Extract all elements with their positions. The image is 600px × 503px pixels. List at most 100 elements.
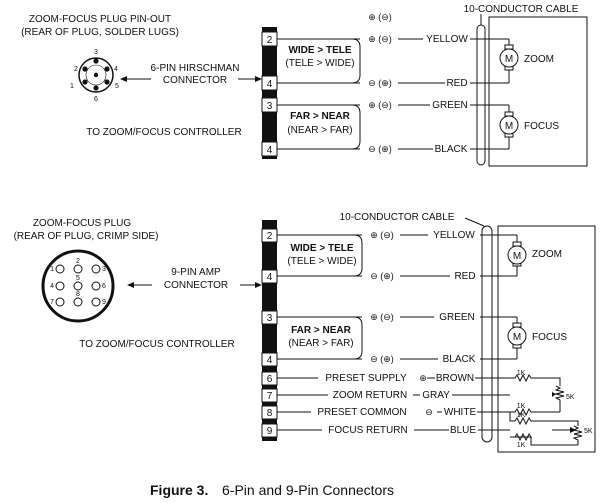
top-focus-label: FOCUS [524, 121, 559, 132]
top-plug-title: ZOOM-FOCUS PLUG PIN-OUT [29, 14, 171, 25]
top-pin-strip [262, 27, 277, 159]
bottom-controller-label: TO ZOOM/FOCUS CONTROLLER [79, 339, 234, 350]
bottom-diagram: ZOOM-FOCUS PLUG (REAR OF PLUG, CRIMP SID… [14, 212, 596, 453]
top-wire-green: GREEN [432, 100, 468, 111]
bottom-preset-common: PRESET COMMON [317, 407, 406, 418]
bottom-group-wide: WIDE > TELE [290, 243, 353, 254]
bottom-polarity-black: ⊖ (⊕) [370, 354, 394, 364]
bottom-extra-lines [277, 377, 510, 431]
bottom-zoom-return: ZOOM RETURN [333, 390, 407, 401]
top-diagram: ZOOM-FOCUS PLUG PIN-OUT (REAR OF PLUG, S… [21, 4, 588, 167]
top-polarity-green: ⊕ (⊖) [368, 100, 392, 110]
hirschman-pin-5: 5 [115, 83, 119, 90]
bottom-focus-motor-symbol: M [513, 332, 521, 343]
amp-pin-7: 7 [50, 299, 54, 306]
bottom-wire-red: RED [454, 271, 475, 282]
amp-pin-3: 3 [102, 266, 106, 273]
bottom-preset-supply-symbol: ⊕ [419, 373, 427, 383]
top-zoom-motor-symbol: M [505, 54, 513, 65]
bottom-preset-common-symbol: ⊖ [425, 407, 433, 417]
resistor-network [509, 373, 583, 446]
top-zoom-motor [499, 38, 519, 84]
top-cable-label: 10-CONDUCTOR CABLE [464, 4, 579, 15]
amp-pin-9: 9 [102, 299, 106, 306]
bottom-focus-label: FOCUS [532, 332, 567, 343]
top-wire-yellow: YELLOW [426, 34, 468, 45]
top-wire-red: RED [446, 78, 467, 89]
bottom-strip-pins [261, 228, 278, 438]
top-connector-label: 6-PIN HIRSCHMAN [151, 63, 240, 74]
bottom-connector-label: 9-PIN AMP [171, 267, 221, 278]
hirschman-pin-2: 2 [74, 66, 78, 73]
bottom-wire-blue: BLUE [450, 425, 476, 436]
bottom-strip-pin-7: 7 [267, 391, 273, 402]
top-connector-label-2: CONNECTOR [163, 75, 227, 86]
resistor-5k-a: 5K [566, 394, 575, 401]
top-polarity-red: ⊖ (⊕) [368, 78, 392, 88]
bottom-plug-subtitle: (REAR OF PLUG, CRIMP SIDE) [14, 231, 159, 242]
amp-pin-4: 4 [50, 283, 54, 290]
bottom-motor-box [497, 225, 596, 453]
hirschman-pin-4: 4 [114, 66, 118, 73]
top-group-far-alt: (NEAR > FAR) [287, 125, 352, 136]
bottom-polarity-red: ⊖ (⊕) [370, 271, 394, 281]
top-strip-pin-2: 2 [267, 35, 273, 46]
bottom-group-wide-alt: (TELE > WIDE) [287, 256, 356, 267]
bottom-focus-return: FOCUS RETURN [328, 425, 407, 436]
bottom-zoom-motor-symbol: M [513, 251, 521, 262]
top-motor-box [488, 16, 588, 167]
top-zoom-label: ZOOM [524, 54, 554, 65]
bottom-connector-label-2: CONNECTOR [164, 280, 228, 291]
bottom-group-far-alt: (NEAR > FAR) [288, 338, 353, 349]
amp-pin-2: 2 [76, 258, 80, 265]
bottom-strip-pin-4b: 4 [267, 355, 273, 366]
top-polarity-yellow: ⊕ (⊖) [368, 34, 392, 44]
bottom-zoom-motor [507, 234, 527, 277]
top-wire-black: BLACK [435, 144, 468, 155]
amp-pin-5: 5 [76, 275, 80, 282]
bottom-strip-pin-9: 9 [267, 426, 273, 437]
bottom-wire-black: BLACK [443, 354, 476, 365]
bottom-cable-label: 10-CONDUCTOR CABLE [340, 212, 455, 223]
top-controller-label: TO ZOOM/FOCUS CONTROLLER [86, 127, 241, 138]
bottom-focus-motor [507, 316, 527, 360]
top-strip-pin-4b: 4 [267, 145, 273, 156]
figure-caption: 6-Pin and 9-Pin Connectors [222, 482, 394, 498]
bottom-wire-yellow: YELLOW [433, 230, 475, 241]
top-group-wide-alt: (TELE > WIDE) [285, 58, 354, 69]
bottom-wire-lines [277, 234, 510, 360]
bottom-group-far: FAR > NEAR [291, 325, 352, 336]
top-focus-motor-symbol: M [505, 121, 513, 132]
bottom-strip-pin-8: 8 [267, 408, 273, 419]
top-group-far: FAR > NEAR [290, 111, 351, 122]
top-strip-pin-4: 4 [267, 79, 273, 90]
figure-number: Figure 3. [150, 482, 208, 498]
bottom-wire-brown: BROWN [436, 373, 474, 384]
top-strip-pin-3: 3 [267, 101, 273, 112]
hirschman-pin-6: 6 [94, 96, 98, 103]
bottom-polarity-green: ⊕ (⊖) [370, 312, 394, 322]
hirschman-pin-3: 3 [94, 49, 98, 56]
top-connector-arrow [120, 76, 262, 82]
bottom-strip-pin-6: 6 [267, 374, 273, 385]
amp-pin-6: 6 [102, 283, 106, 290]
top-polarity-header: ⊕ (⊖) [368, 12, 392, 22]
resistor-1k-d: 1K [517, 442, 526, 449]
bottom-preset-supply: PRESET SUPPLY [325, 373, 407, 384]
bottom-wire-gray: GRAY [422, 390, 450, 401]
top-wire-lines [277, 38, 500, 150]
bottom-polarity-yellow: ⊕ (⊖) [370, 230, 394, 240]
bottom-connector-arrow [127, 282, 262, 288]
top-polarity-black: ⊖ (⊕) [368, 144, 392, 154]
resistor-1k-a: 1K [517, 370, 526, 377]
bottom-wire-green: GREEN [439, 312, 475, 323]
amp-pin-1: 1 [50, 266, 54, 273]
resistor-1k-c: 1K [517, 412, 526, 419]
amp-plug [41, 249, 115, 323]
bottom-strip-pin-2: 2 [267, 231, 273, 242]
resistor-1k-b: 1K [517, 403, 526, 410]
top-cable [476, 24, 486, 166]
top-plug-subtitle: (REAR OF PLUG, SOLDER LUGS) [21, 27, 179, 38]
hirschman-pin-1: 1 [70, 83, 74, 90]
